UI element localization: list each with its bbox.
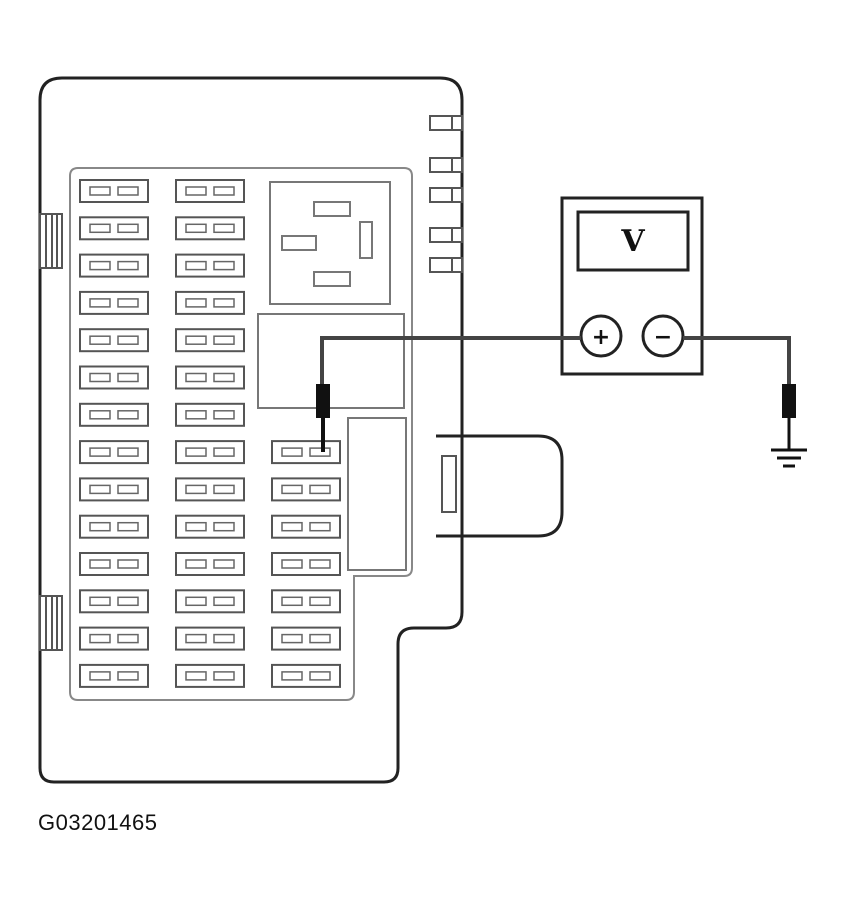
fuse xyxy=(79,365,149,390)
voltmeter: V + − xyxy=(560,196,704,376)
fuse xyxy=(271,589,341,614)
fuse xyxy=(79,440,149,465)
connector-plug xyxy=(436,434,564,538)
fuse xyxy=(175,514,245,539)
fuse xyxy=(175,328,245,353)
left-edge-tabs xyxy=(39,213,63,651)
blank-module-area xyxy=(257,313,405,409)
fuse xyxy=(79,552,149,576)
fuse xyxy=(79,477,149,502)
side-slot xyxy=(347,417,407,571)
fuse xyxy=(175,626,245,651)
fuse-panel-inner-border xyxy=(69,167,413,701)
fuse xyxy=(79,589,149,614)
fuse xyxy=(271,626,341,651)
fuse xyxy=(175,552,245,576)
negative-test-lead xyxy=(683,336,791,384)
figure-id: G03201465 xyxy=(38,810,158,835)
fuse xyxy=(271,552,341,576)
negative-terminal-label: − xyxy=(654,325,672,350)
fuse xyxy=(79,253,149,278)
right-edge-tabs xyxy=(429,115,463,273)
fuse xyxy=(79,216,149,241)
fuse xyxy=(79,402,149,427)
fuse xyxy=(175,179,245,203)
fuse xyxy=(175,216,245,241)
fuse xyxy=(271,514,341,539)
fuse xyxy=(175,253,245,278)
fuse xyxy=(79,663,149,688)
positive-test-lead xyxy=(320,336,581,384)
fuse xyxy=(79,328,149,353)
voltmeter-display-label: V xyxy=(620,224,645,259)
fuse xyxy=(79,290,149,315)
fuse xyxy=(271,477,341,502)
voltmeter-display xyxy=(576,210,690,272)
fuse-column-3 xyxy=(271,440,341,688)
fuse xyxy=(175,589,245,614)
relay-socket xyxy=(269,181,391,305)
fuse xyxy=(175,477,245,502)
fuse xyxy=(79,514,149,539)
positive-probe xyxy=(316,384,330,452)
fuse-column-2 xyxy=(175,179,245,688)
fuse xyxy=(175,663,245,688)
ground-symbol-icon xyxy=(771,448,807,468)
fuse-column-1 xyxy=(79,179,149,688)
fuse xyxy=(175,440,245,465)
fuse xyxy=(79,626,149,651)
fuse xyxy=(175,402,245,427)
positive-terminal-label: + xyxy=(592,325,610,350)
fuse xyxy=(271,663,341,688)
fuse xyxy=(79,179,149,203)
fuse xyxy=(175,290,245,315)
fuse xyxy=(175,365,245,390)
fuse xyxy=(271,440,341,465)
negative-probe xyxy=(782,384,796,450)
